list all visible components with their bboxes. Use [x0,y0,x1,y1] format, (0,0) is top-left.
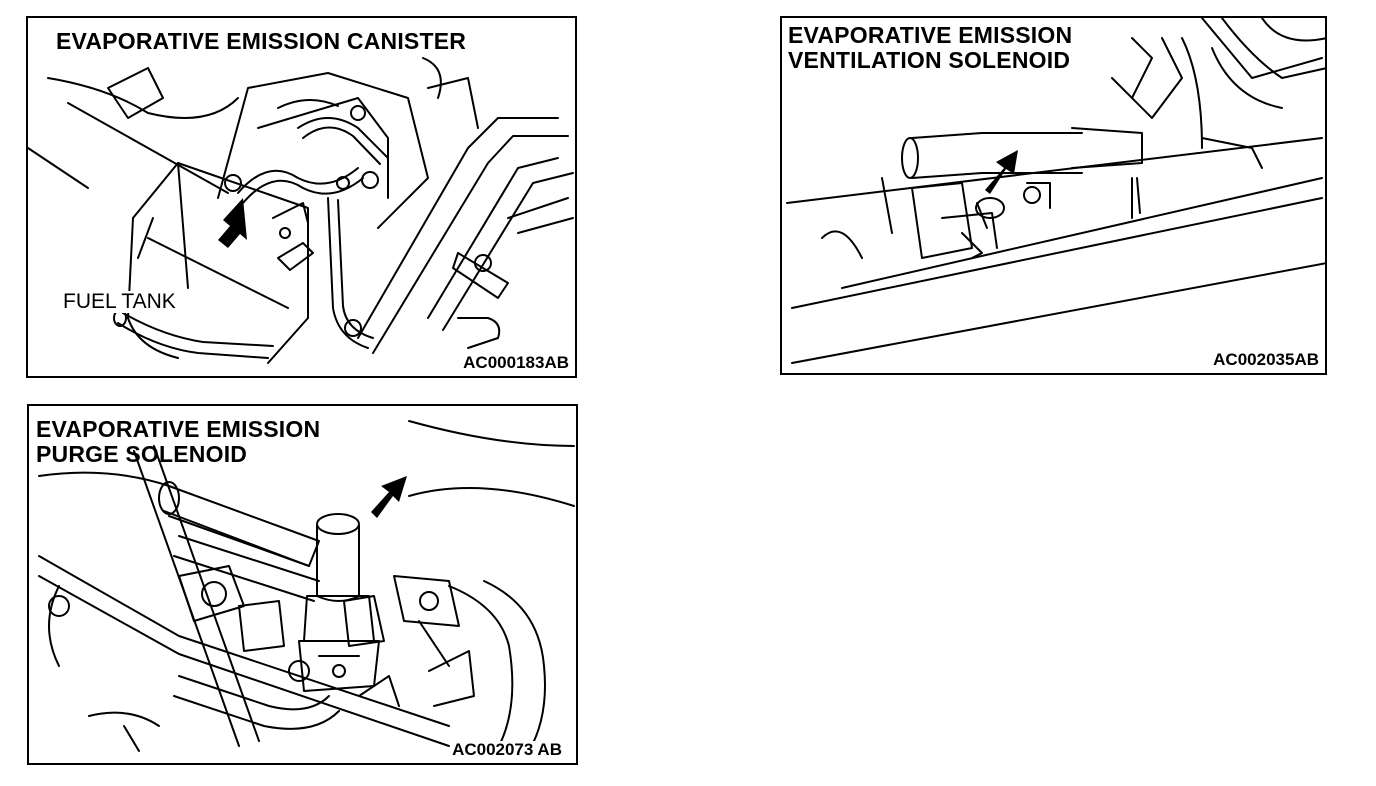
figure-title: EVAPORATIVE EMISSION CANISTER [56,28,467,54]
figure-code: AC002073 AB [450,740,564,759]
ventilation-solenoid-illustration [786,18,1325,364]
canister-illustration [28,57,574,364]
purge-solenoid-figure: EVAPORATIVE EMISSION PURGE SOLENOID AC00… [27,404,578,765]
figure-code: AC000183AB [461,353,571,372]
purge-solenoid-illustration [38,420,575,752]
fuel-tank-label: FUEL TANK [61,290,178,313]
canister-figure: EVAPORATIVE EMISSION CANISTER FUEL TANK … [26,16,577,378]
figure-title: EVAPORATIVE EMISSION PURGE SOLENOID [36,416,321,467]
figure-title: EVAPORATIVE EMISSION VENTILATION SOLENOI… [788,22,1073,73]
ventilation-solenoid-figure: EVAPORATIVE EMISSION VENTILATION SOLENOI… [780,16,1327,375]
figure-code: AC002035AB [1211,350,1321,369]
